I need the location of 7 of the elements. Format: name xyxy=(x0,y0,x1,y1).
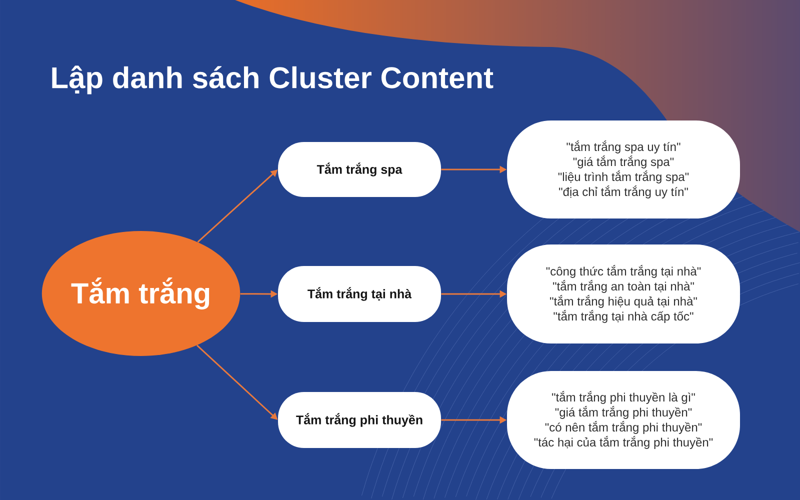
subtopic-box: Tắm trắng spa xyxy=(278,142,441,197)
keyword-box: "tắm trắng phi thuyền là gì" "giá tắm trắng phi thuyền" "có nên tắm trắng phi thuyền" "tác hại của tắm trắng phi thuyền" xyxy=(507,371,740,469)
subtopic-box: Tắm trắng phi thuyền xyxy=(278,392,441,448)
title: Lập danh sách Cluster Content xyxy=(52,66,494,94)
subtopic-box: Tắm trắng tại nhà xyxy=(278,266,441,322)
keyword-box: "tắm trắng spa uy tín" "giá tắm trắng spa" "liệu trình tắm trắng spa" "địa chỉ tắm trắng uy tín" xyxy=(507,120,740,218)
keyword-box: "công thức tắm trắng tại nhà" "tắm trắng an toàn tại nhà" "tắm trắng hiệu quả tại nhà" "tắm trắng tại nhà cấp tốc" xyxy=(507,244,740,344)
